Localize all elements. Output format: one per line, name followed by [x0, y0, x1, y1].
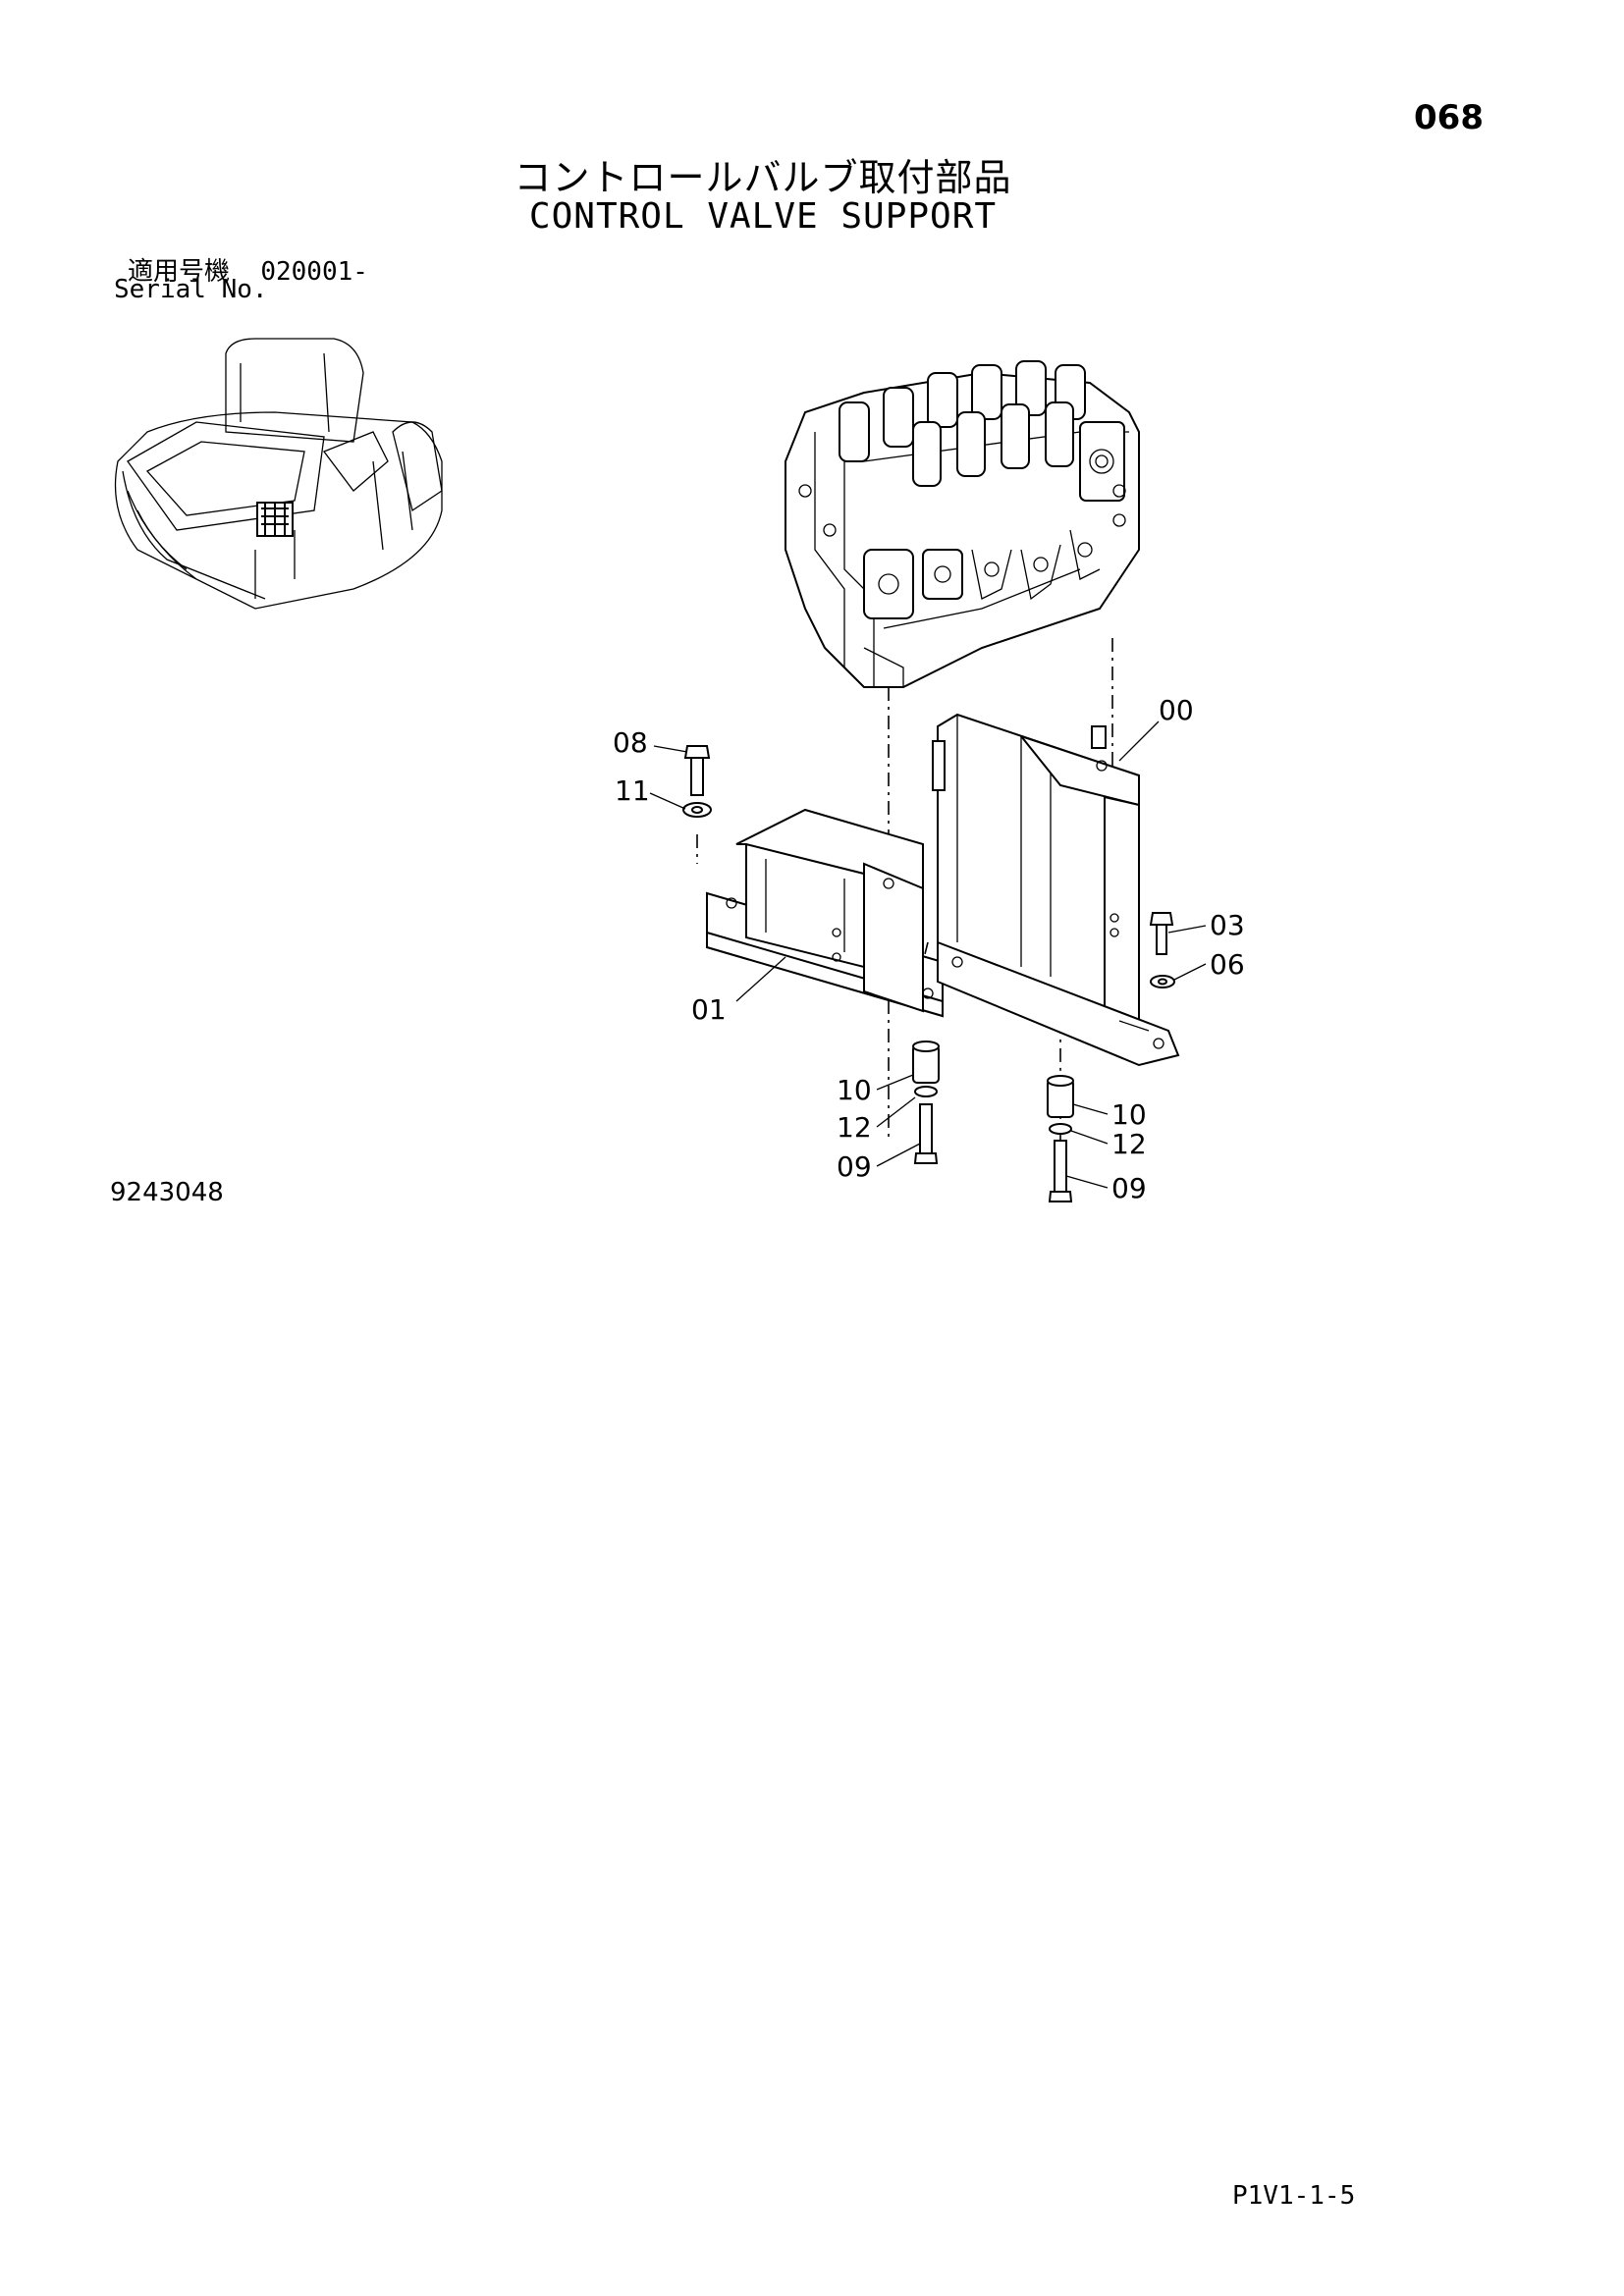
title-japanese-text: コントロールバルブ取付部品 — [514, 156, 1012, 199]
part-08-bolt — [683, 745, 711, 796]
callout-10-left: 10 — [837, 1074, 872, 1106]
part-10-spacer-right — [1047, 1075, 1074, 1118]
title-japanese: コントロールバルブ取付部品 — [0, 147, 1624, 201]
part-11-washer — [682, 802, 712, 818]
callout-01: 01 — [691, 993, 727, 1026]
callout-09-right: 09 — [1111, 1172, 1147, 1204]
callout-leader-lines — [649, 721, 1207, 1189]
part-10-spacer-left — [912, 1041, 940, 1084]
callout-11: 11 — [615, 774, 650, 807]
title-english-text: CONTROL VALVE SUPPORT — [528, 196, 998, 237]
part-03-bolt — [1149, 912, 1174, 955]
serial-applicable-row: 適用号機 020001- — [128, 251, 368, 288]
part-12-washer-left — [914, 1086, 938, 1097]
title-english: CONTROL VALVE SUPPORT — [0, 196, 1624, 237]
excavator-location-thumbnail — [114, 338, 443, 610]
callout-labels: 00 01 03 06 08 11 10 12 09 10 12 09 — [613, 694, 1245, 1204]
part-06-washer — [1150, 975, 1175, 988]
serial-value: 020001- — [260, 257, 368, 287]
part-09-bolt-left — [913, 1103, 939, 1164]
drawing-number: 9243048 — [110, 1178, 224, 1207]
serial-label-japanese: 適用号機 — [128, 257, 231, 287]
page-code: P1V1-1-5 — [1232, 2181, 1356, 2211]
control-valve-assembly — [785, 360, 1140, 688]
callout-12-right: 12 — [1111, 1128, 1147, 1160]
part-12-washer-right — [1049, 1123, 1072, 1135]
part-09-bolt-right — [1048, 1140, 1073, 1202]
serial-label-english: Serial No. — [114, 275, 268, 304]
callout-10-right: 10 — [1111, 1098, 1147, 1131]
part-00-support-frame — [932, 713, 1180, 1067]
callout-08: 08 — [613, 726, 648, 759]
callout-09-left: 09 — [837, 1150, 872, 1183]
callout-06: 06 — [1210, 948, 1245, 981]
callout-00: 00 — [1159, 694, 1194, 726]
callout-03: 03 — [1210, 909, 1245, 941]
callout-12-left: 12 — [837, 1111, 872, 1144]
page-number: 068 — [1414, 98, 1484, 137]
part-01-mount-bracket — [706, 808, 944, 1018]
